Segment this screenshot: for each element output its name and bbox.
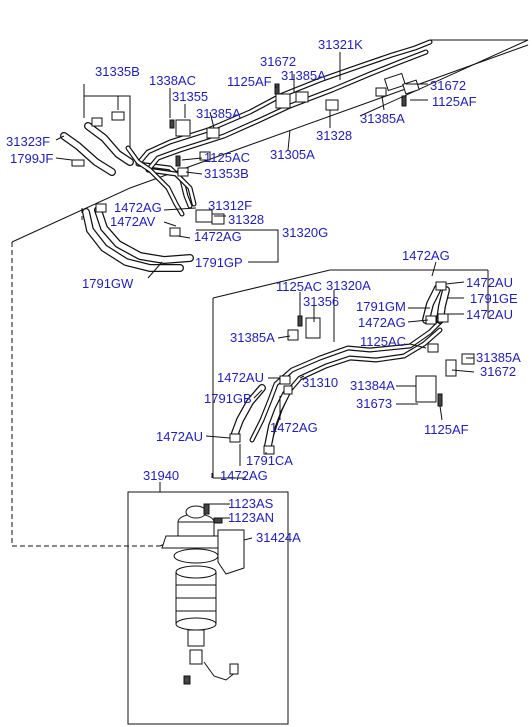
return-hoses	[82, 203, 225, 272]
label-1791CA: 1791CA	[246, 453, 293, 468]
label-1472AU-b: 1472AU	[466, 307, 513, 322]
filter-box	[127, 491, 289, 725]
label-1472AG-c: 1472AG	[402, 248, 450, 263]
label-31312F: 31312F	[208, 198, 252, 213]
label-31323F: 31323F	[6, 134, 50, 149]
label-31940: 31940	[143, 468, 179, 483]
label-1791GP: 1791GP	[195, 255, 243, 270]
label-1472AV: 1472AV	[110, 214, 156, 229]
label-1472AG-d: 1472AG	[358, 315, 406, 330]
label-1123AN: 1123AN	[228, 510, 274, 525]
label-1791GE: 1791GE	[470, 291, 518, 306]
label-1125AF-right: 1125AF	[432, 94, 477, 109]
label-1472AG-b: 1472AG	[194, 229, 242, 244]
label-31320G: 31320G	[282, 225, 328, 240]
label-31672-right: 31672	[430, 78, 466, 93]
leader-lines	[55, 52, 475, 541]
label-1799JF: 1799JF	[10, 151, 53, 166]
middle-clips	[229, 281, 475, 455]
middle-fuel-pipes	[230, 284, 450, 450]
upper-clips	[71, 72, 420, 177]
label-31673: 31673	[356, 396, 392, 411]
label-31385A-mid: 31385A	[196, 106, 241, 121]
label-1472AU-d: 1472AU	[156, 429, 203, 444]
label-31328-top: 31328	[316, 128, 352, 143]
label-31320A: 31320A	[326, 278, 371, 293]
label-31305A: 31305A	[270, 147, 315, 162]
label-31321K: 31321K	[318, 37, 363, 52]
label-31385A-left: 31385A	[230, 330, 275, 345]
label-1125AF-mid: 1125AF	[424, 422, 469, 437]
fuel-filter-assembly	[161, 503, 245, 685]
label-1472AU-a: 1472AU	[466, 275, 513, 290]
label-31335B: 31335B	[95, 64, 140, 79]
label-1338AC: 1338AC	[149, 73, 196, 88]
label-31672-mid: 31672	[480, 364, 516, 379]
label-31385A-top: 31385A	[281, 68, 326, 83]
label-1125AC-top: 1125AC	[204, 150, 250, 165]
label-1125AC-mid: 1125AC	[276, 279, 322, 294]
label-1791GM: 1791GM	[356, 299, 406, 314]
label-1125AC-right: 1125AC	[360, 334, 406, 349]
label-31384A: 31384A	[350, 378, 395, 393]
label-31672-top: 31672	[260, 54, 296, 69]
label-1123AS: 1123AS	[228, 496, 274, 511]
label-31385A-far: 31385A	[476, 350, 521, 365]
label-1472AG-e: 1472AG	[270, 420, 318, 435]
label-1472AG-a: 1472AG	[114, 200, 162, 215]
label-1125AF-top: 1125AF	[227, 74, 272, 89]
label-31385A-right: 31385A	[360, 111, 405, 126]
label-1472AU-c: 1472AU	[217, 370, 264, 385]
guide-lines	[11, 39, 529, 725]
label-1472AG-f: 1472AG	[220, 468, 268, 483]
label-31310: 31310	[302, 375, 338, 390]
part-labels: 31321K 31335B 31672 1338AC 1125AF 31385A…	[6, 37, 521, 545]
label-1791GB: 1791GB	[204, 391, 252, 406]
label-31356: 31356	[303, 294, 339, 309]
label-31353B: 31353B	[204, 166, 249, 181]
label-31355: 31355	[172, 89, 208, 104]
label-1791GW: 1791GW	[82, 276, 134, 291]
label-31328-mid: 31328	[228, 212, 264, 227]
label-31424A: 31424A	[256, 530, 301, 545]
